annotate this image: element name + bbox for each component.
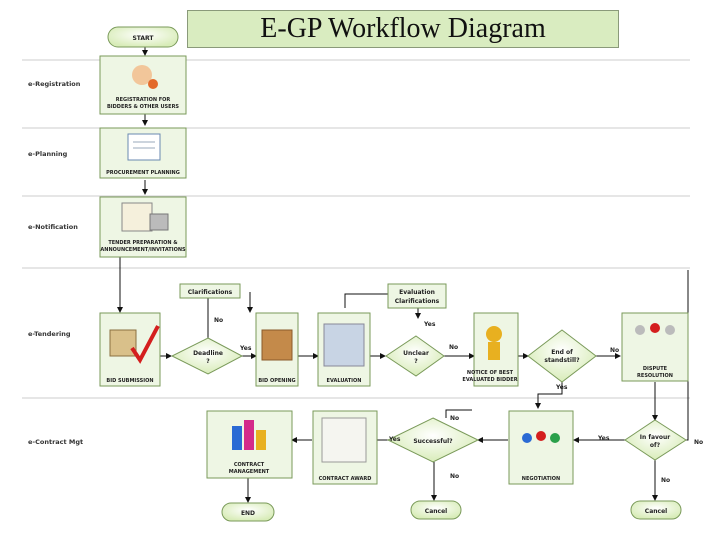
lane-e-contract-mgt: e-Contract Mgt: [28, 438, 83, 446]
svg-text:EVALUATION: EVALUATION: [327, 378, 362, 384]
calculator-icon: [149, 213, 169, 231]
label-no-successful: No: [450, 473, 459, 480]
notification-step: TENDER PREPARATION & ANNOUNCEMENT/INVITA…: [99, 196, 187, 258]
svg-text:CONTRACT: CONTRACT: [234, 462, 265, 468]
svg-text:CONTRACT AWARD: CONTRACT AWARD: [319, 476, 372, 482]
evaluation-clarifications-box: Evaluation Clarifications: [387, 283, 447, 309]
notepad-icon: [127, 133, 161, 161]
svg-text:BID OPENING: BID OPENING: [258, 378, 295, 384]
label-no-clarifications: No: [214, 317, 223, 324]
notice-best-bidder-step: NOTICE OF BEST EVALUATED BIDDER: [462, 312, 519, 387]
svg-text:Unclear: Unclear: [403, 350, 429, 357]
lane-e-notification: e-Notification: [28, 223, 78, 231]
label-no-favour: No: [694, 439, 703, 446]
svg-text:REGISTRATION FOR: REGISTRATION FOR: [116, 97, 171, 103]
svg-text:ANNOUNCEMENT/INVITATIONS: ANNOUNCEMENT/INVITATIONS: [100, 247, 186, 253]
end-terminal: END: [221, 502, 275, 522]
lane-e-planning: e-Planning: [28, 150, 68, 158]
svg-text:NOTICE OF BEST: NOTICE OF BEST: [467, 370, 514, 376]
svg-text:MANAGEMENT: MANAGEMENT: [229, 469, 270, 475]
svg-text:Successful?: Successful?: [413, 438, 453, 445]
deadline-decision: Deadline ?: [170, 337, 244, 375]
label-yes-successful: Yes: [388, 436, 401, 443]
svg-text:Evaluation: Evaluation: [399, 289, 435, 296]
box-icon: [261, 329, 293, 361]
label-yes-favour: Yes: [597, 435, 610, 442]
announcer-icon: [486, 326, 502, 342]
svg-text:?: ?: [414, 358, 418, 365]
label-no-favour-down: No: [661, 477, 670, 484]
svg-text:BIDDERS & OTHER USERS: BIDDERS & OTHER USERS: [107, 104, 179, 110]
svg-text:END: END: [241, 510, 255, 517]
svg-text:DISPUTE: DISPUTE: [643, 366, 668, 372]
cancel-terminal-1: Cancel: [410, 500, 462, 520]
negotiation-step: NEGOTIATION: [508, 410, 574, 485]
end-of-standstill-decision: End of standstill?: [527, 329, 597, 383]
meeting-icon: [323, 323, 365, 367]
person-icon: [132, 65, 152, 85]
contract-document-icon: [321, 417, 367, 463]
svg-text:RESOLUTION: RESOLUTION: [637, 373, 673, 379]
label-yes-standstill: Yes: [555, 384, 568, 391]
registration-step: REGISTRATION FOR BIDDERS & OTHER USERS: [99, 55, 187, 115]
svg-text:standstill?: standstill?: [544, 357, 580, 364]
svg-text:BID SUBMISSION: BID SUBMISSION: [106, 378, 153, 384]
evaluation-step: EVALUATION: [317, 312, 371, 387]
people-icon: [635, 325, 645, 335]
bid-submission-step: BID SUBMISSION: [99, 312, 161, 387]
svg-text:NEGOTIATION: NEGOTIATION: [522, 476, 560, 482]
svg-text:Cancel: Cancel: [645, 508, 667, 515]
svg-text:TENDER PREPARATION &: TENDER PREPARATION &: [108, 240, 178, 246]
ballot-box-icon: [109, 329, 137, 357]
negotiation-people-icon: [522, 433, 532, 443]
unclear-decision: Unclear ?: [385, 335, 445, 377]
svg-text:In favour: In favour: [640, 434, 671, 441]
svg-text:Clarifications: Clarifications: [188, 289, 233, 296]
contract-management-step: CONTRACT MANAGEMENT: [206, 410, 293, 479]
svg-text:of?: of?: [650, 442, 661, 449]
label-no-standstill: No: [610, 347, 619, 354]
svg-text:?: ?: [206, 358, 210, 365]
label-no-unclear: No: [449, 344, 458, 351]
check-icon: [130, 325, 160, 364]
successful-decision: Successful?: [386, 417, 480, 463]
start-terminal: START: [107, 26, 179, 48]
svg-text:Deadline: Deadline: [193, 350, 223, 357]
svg-text:PROCUREMENT PLANNING: PROCUREMENT PLANNING: [106, 170, 180, 176]
diagram-title: E-GP Workflow Diagram: [187, 10, 619, 48]
in-favour-decision: In favour of?: [624, 419, 687, 461]
label-no-negotiation: No: [450, 415, 459, 422]
svg-text:End of: End of: [551, 349, 573, 356]
lane-e-registration: e-Registration: [28, 80, 81, 88]
svg-text:START: START: [132, 35, 154, 42]
label-yes-deadline: Yes: [239, 345, 252, 352]
svg-text:Cancel: Cancel: [425, 508, 447, 515]
dispute-resolution-step: DISPUTE RESOLUTION: [621, 312, 689, 382]
planning-step: PROCUREMENT PLANNING: [99, 127, 187, 179]
lane-e-tendering: e-Tendering: [28, 330, 71, 338]
svg-text:EVALUATED BIDDER: EVALUATED BIDDER: [462, 377, 517, 383]
label-yes-evaluation: Yes: [423, 321, 436, 328]
cancel-terminal-2: Cancel: [630, 500, 682, 520]
clarifications-box: Clarifications: [179, 283, 241, 299]
contract-award-step: CONTRACT AWARD: [312, 410, 378, 485]
bar-chart-icon: [232, 426, 242, 450]
bid-opening-step: BID OPENING: [255, 312, 299, 387]
svg-text:Clarifications: Clarifications: [395, 298, 440, 305]
document-icon: [121, 202, 153, 232]
